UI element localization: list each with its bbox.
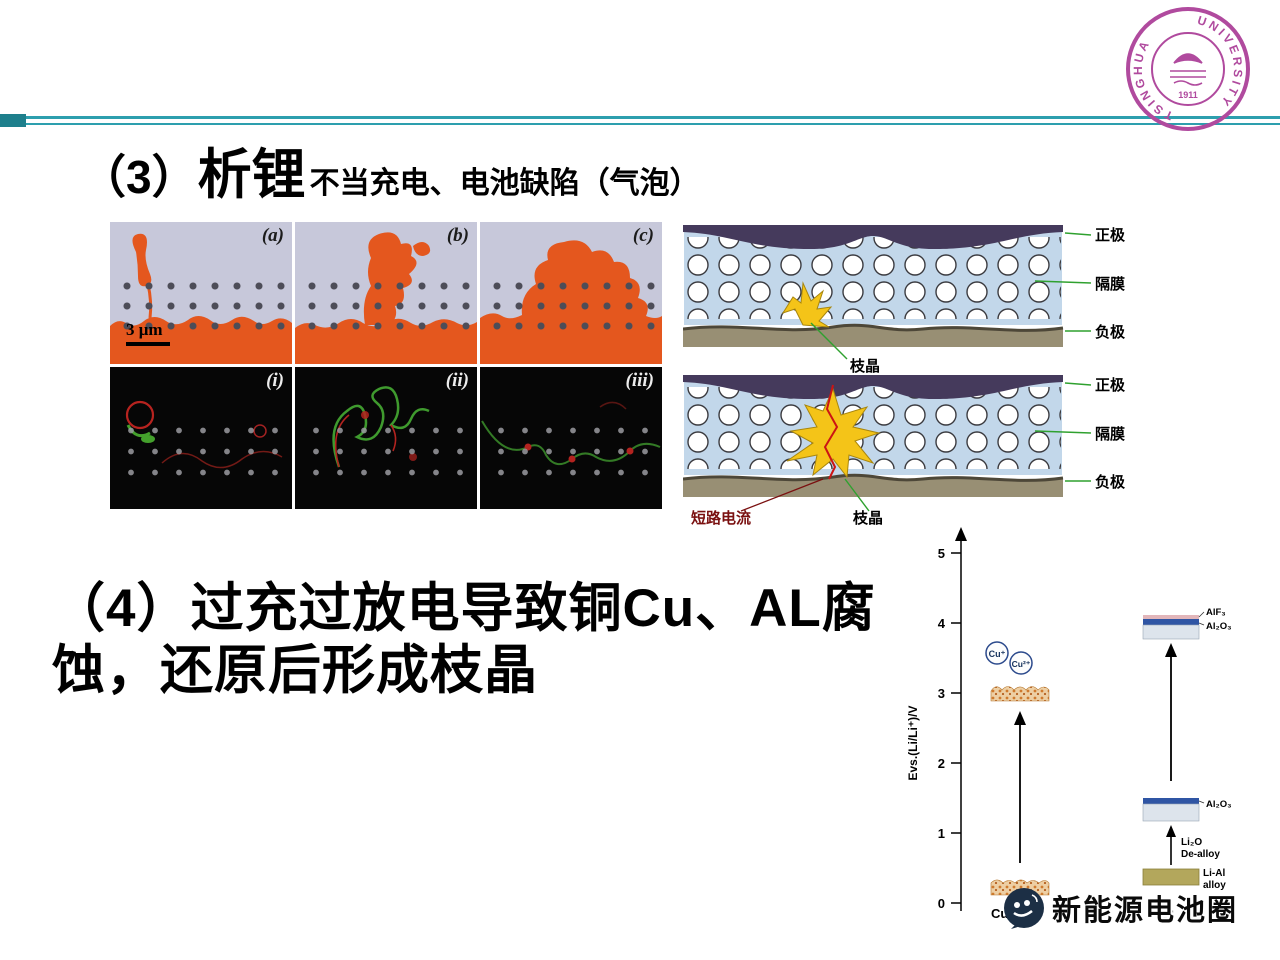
battery-diagram-short-circuit: 正极 隔膜 负极 短路电流 枝晶 xyxy=(683,375,1126,527)
short-circuit-label: 短路电流 xyxy=(691,509,751,527)
scale-bar: 3 μm xyxy=(126,320,170,346)
svg-text:UNIVERSITY: UNIVERSITY xyxy=(1196,13,1246,111)
corrosion-potential-chart: 0 1 2 3 4 5 Evs.(Li/Li⁺)/V Cu Cu⁺ Cu²⁺ A… xyxy=(906,527,1232,923)
y-axis-ticks xyxy=(951,552,961,904)
separator-label: 隔膜 xyxy=(1095,425,1125,443)
cu-ion-2-bubble xyxy=(1009,651,1033,675)
li2o-label: Li₂O xyxy=(1181,837,1202,848)
watermark: 新能源电池圈 xyxy=(1002,886,1238,930)
cu-label: Cu xyxy=(991,906,1008,921)
leader-lines xyxy=(844,382,1092,512)
micrograph-panel-b: (b) xyxy=(295,222,477,364)
fluorescence-traces-i xyxy=(125,400,283,469)
svg-text:4: 4 xyxy=(938,616,946,631)
leader-lines xyxy=(810,232,1092,360)
cu-arrowhead xyxy=(1014,711,1026,725)
panel-label: (iii) xyxy=(625,370,655,391)
svg-text:2: 2 xyxy=(938,756,945,771)
cu-ion-2: Cu²⁺ xyxy=(1012,659,1031,669)
lial-label-2: alloy xyxy=(1203,880,1226,891)
al-oxide-mid xyxy=(1142,798,1200,822)
dealloy-arrowhead xyxy=(1166,825,1176,837)
alf3-label: AlF₃ xyxy=(1206,607,1226,618)
panel-label: (i) xyxy=(266,370,284,391)
battery-diagram-dendrite: 正极 隔膜 负极 枝晶 xyxy=(683,225,1126,375)
cu-corroded-foil xyxy=(990,686,1050,702)
watermark-text: 新能源电池圈 xyxy=(1052,895,1239,927)
panel-label: (b) xyxy=(446,225,469,246)
panel-label: (a) xyxy=(261,225,284,246)
section4-line2: 蚀，还原后形成枝晶 xyxy=(52,641,538,700)
al2o3-top-label: Al₂O₃ xyxy=(1206,621,1232,632)
watermark-logo-icon xyxy=(1004,888,1044,929)
dendrite-label: 枝晶 xyxy=(853,509,883,527)
section3-number: （3） xyxy=(80,151,198,203)
li-al-alloy-strip xyxy=(1142,868,1200,886)
micrograph-panel-ii: (ii) xyxy=(295,367,477,509)
al-passivated-high xyxy=(1142,615,1200,640)
al2o3-mid-label: Al₂O₃ xyxy=(1206,799,1232,810)
cathode-label: 正极 xyxy=(1095,376,1126,394)
short-circuit-current-path xyxy=(823,384,839,480)
short-circuit-leader xyxy=(740,478,824,512)
y-axis-label: Evs.(Li/Li⁺)/V xyxy=(906,705,920,780)
micrograph-panel-iii: (iii) xyxy=(480,367,662,509)
seal-text-university: UNIVERSITY xyxy=(1196,13,1243,111)
svg-text:1: 1 xyxy=(938,826,945,841)
section4-title: （4）过充过放电导致铜Cu、AL腐 蚀，还原后形成枝晶 xyxy=(52,578,912,702)
panel-label: (c) xyxy=(632,225,654,246)
anode-label: 负极 xyxy=(1095,473,1126,491)
seal-emblem xyxy=(1170,53,1206,86)
micrograph-panel-c: (c) xyxy=(480,222,662,364)
cu-ion-1-bubble xyxy=(985,641,1009,665)
dendrite-label: 枝晶 xyxy=(850,357,880,375)
svg-text:0: 0 xyxy=(938,896,945,911)
header-rule-accent xyxy=(0,114,26,127)
anode-label: 负极 xyxy=(1095,323,1126,341)
section3-subtitle: 不当充电、电池缺陷（气泡） xyxy=(309,167,700,200)
header-rule-top xyxy=(0,116,1280,119)
al-label: Al xyxy=(1161,908,1174,923)
section3-title: （3） 析锂 不当充电、电池缺陷（气泡） xyxy=(80,130,700,209)
y-tick-labels: 0 1 2 3 4 5 xyxy=(938,546,946,911)
separator-label: 隔膜 xyxy=(1095,275,1125,293)
al-arrowhead xyxy=(1165,643,1177,657)
dealloy-label: De-alloy xyxy=(1181,849,1220,860)
section4-line1: （4）过充过放电导致铜Cu、AL腐 xyxy=(52,579,876,638)
svg-text:3: 3 xyxy=(938,686,945,701)
university-seal-logo: UNIVERSITY TSINGHUA 1911 xyxy=(1126,7,1250,131)
micrograph-grid: (a) 3 μm (b) (c) xyxy=(110,222,662,509)
cathode-label: 正极 xyxy=(1095,226,1126,244)
y-axis-arrowhead xyxy=(955,527,967,541)
dendrite-shape xyxy=(781,281,833,328)
header-rule xyxy=(0,114,1280,127)
header-rule-bottom xyxy=(0,123,1280,125)
lial-label-1: Li-Al xyxy=(1203,868,1225,879)
micrograph-panel-a: (a) 3 μm xyxy=(110,222,292,364)
seal-year: 1911 xyxy=(1178,90,1198,100)
section3-keyword: 析锂 xyxy=(197,145,306,205)
svg-text:5: 5 xyxy=(938,546,945,561)
micrograph-panel-i: (i) xyxy=(110,367,292,509)
cu-ion-1: Cu⁺ xyxy=(989,649,1006,659)
panel-label: (ii) xyxy=(445,370,469,391)
